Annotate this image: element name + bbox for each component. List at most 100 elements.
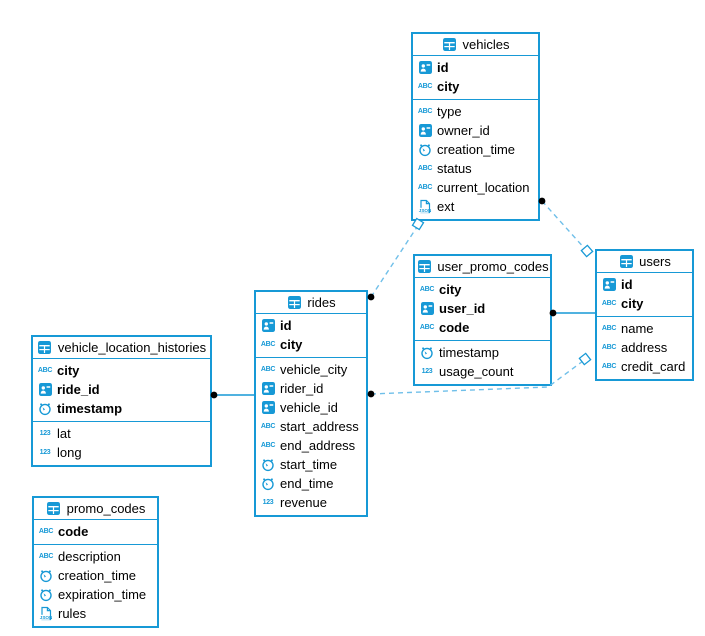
column-row: ABC description	[34, 547, 157, 566]
column-name: revenue	[280, 495, 327, 510]
svg-text:JSON: JSON	[419, 208, 432, 213]
string-icon: ABC	[601, 325, 617, 332]
string-icon: ABC	[260, 423, 276, 430]
string-icon: ABC	[417, 165, 433, 172]
column-name: timestamp	[439, 345, 499, 360]
column-name: city	[57, 363, 80, 378]
table-icon	[37, 341, 53, 355]
column-row: id	[597, 275, 692, 294]
table-title: user_promo_codes	[437, 259, 549, 274]
table-header[interactable]: users	[597, 251, 692, 273]
string-icon: ABC	[37, 367, 53, 374]
column-name: description	[58, 549, 121, 564]
table-header[interactable]: vehicles	[413, 34, 538, 56]
column-name: creation_time	[437, 142, 516, 157]
column-row: vehicle_id	[256, 398, 366, 417]
column-row: id	[413, 58, 538, 77]
uuid-icon	[419, 302, 435, 316]
string-icon: ABC	[38, 553, 54, 560]
column-name: code	[58, 524, 89, 539]
number-icon: 123	[39, 430, 51, 437]
table-title: users	[639, 254, 671, 269]
relationship-dot-marker	[367, 390, 375, 398]
column-name: id	[437, 60, 449, 75]
string-icon: ABC	[419, 286, 435, 293]
column-name: user_id	[439, 301, 486, 316]
column-name: rider_id	[280, 381, 324, 396]
uuid-icon	[417, 61, 433, 75]
table-icon	[416, 260, 432, 274]
string-icon: ABC	[417, 83, 433, 90]
string-icon: ABC	[260, 366, 276, 373]
table-header[interactable]: vehicle_location_histories	[33, 337, 210, 359]
string-icon: ABC	[417, 184, 433, 191]
column-name: city	[621, 296, 644, 311]
table-icon	[442, 38, 458, 52]
column-row: ABC name	[597, 319, 692, 338]
column-row: creation_time	[413, 140, 538, 159]
column-row: rider_id	[256, 379, 366, 398]
time-icon	[38, 588, 54, 602]
uuid-icon	[260, 382, 276, 396]
table-header[interactable]: rides	[256, 292, 366, 314]
number-icon: 123	[39, 449, 51, 456]
column-name: id	[621, 277, 633, 292]
column-name: current_location	[437, 180, 530, 195]
column-name: name	[621, 321, 654, 336]
relationship-line-vehicles-users	[541, 200, 587, 251]
table-title: vehicles	[462, 37, 510, 52]
column-name: usage_count	[439, 364, 514, 379]
column-name: end_time	[280, 476, 334, 491]
column-row: creation_time	[34, 566, 157, 585]
column-row: end_time	[256, 474, 366, 493]
table-header[interactable]: user_promo_codes	[415, 256, 550, 278]
column-row: timestamp	[415, 343, 550, 362]
string-icon: ABC	[260, 442, 276, 449]
column-name: code	[439, 320, 470, 335]
relationship-square-marker	[578, 352, 592, 366]
time-icon	[260, 477, 276, 491]
column-name: credit_card	[621, 359, 686, 374]
table-header[interactable]: promo_codes	[34, 498, 157, 520]
time-icon	[260, 458, 276, 472]
table-icon	[46, 502, 62, 516]
column-name: id	[280, 318, 292, 333]
column-name: start_time	[280, 457, 338, 472]
uuid-icon	[601, 278, 617, 292]
string-icon: ABC	[601, 300, 617, 307]
column-name: lat	[57, 426, 71, 441]
column-name: vehicle_id	[280, 400, 338, 415]
column-name: type	[437, 104, 462, 119]
column-row: ride_id	[33, 380, 210, 399]
relationship-dot-marker	[367, 293, 375, 301]
time-icon	[417, 143, 433, 157]
